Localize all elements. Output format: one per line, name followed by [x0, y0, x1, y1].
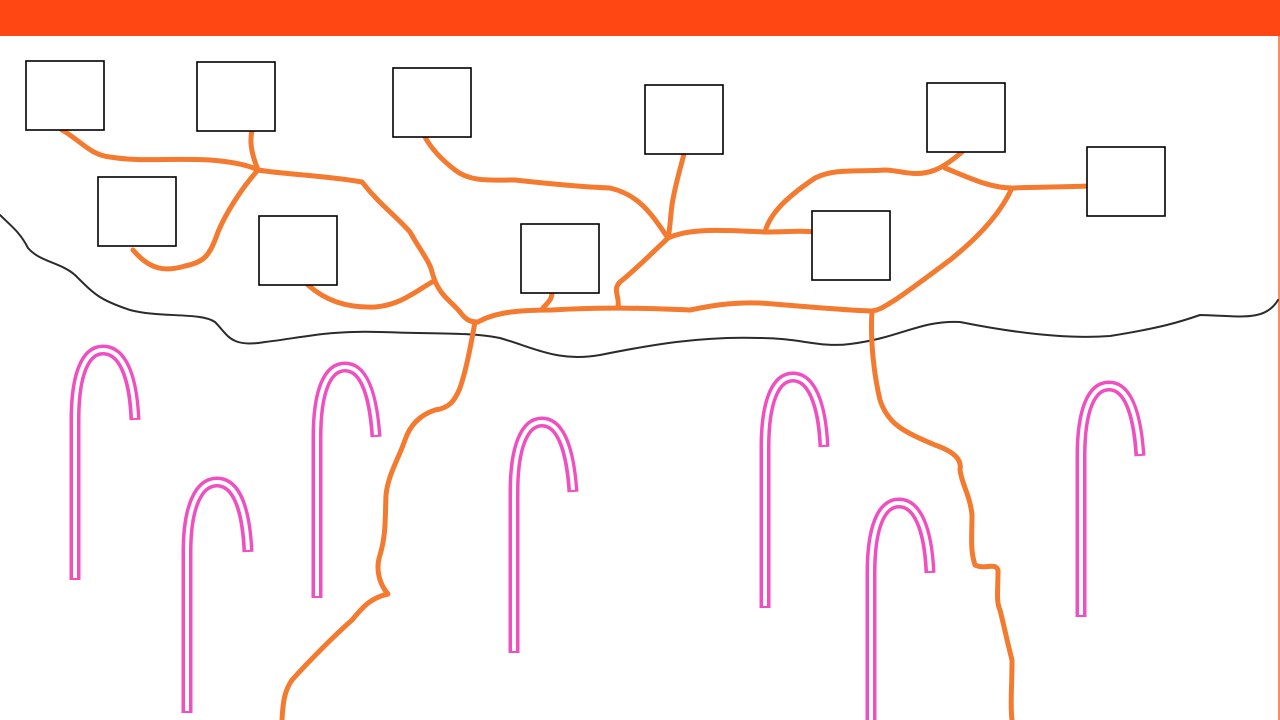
wire-box7-drop [665, 147, 688, 241]
empty-box-10 [1086, 146, 1166, 217]
wire-box8-link [665, 227, 818, 241]
pink-candy-cane-icon [865, 497, 936, 720]
wire-box1-trunk [59, 127, 481, 325]
pink-candy-cane-icon [311, 361, 382, 598]
candy-cane-group [69, 344, 1146, 720]
ground-line [0, 214, 1279, 359]
pink-candy-cane-icon [1075, 380, 1146, 617]
wire-right-root [868, 308, 1015, 720]
empty-box-9 [926, 82, 1006, 153]
empty-box-2 [196, 61, 276, 132]
empty-box-6 [520, 223, 600, 294]
wire-main-horizontal [475, 300, 875, 325]
empty-box-5 [258, 215, 338, 286]
pink-candy-cane-icon [508, 416, 579, 653]
empty-box-group [25, 60, 1166, 294]
candy-cane-2 [181, 476, 254, 713]
candy-cane-1 [69, 344, 141, 580]
wire-box10-link [942, 165, 1093, 191]
top-bar [0, 0, 1280, 36]
wire-left-root [279, 319, 478, 720]
wire-box6-drop [540, 289, 555, 311]
wire-box4-link [130, 167, 261, 272]
candy-cane-7 [1075, 380, 1146, 617]
candy-cane-4 [508, 416, 579, 653]
wire-box5-link [305, 279, 435, 310]
right-edge-line [1278, 36, 1280, 720]
empty-box-3 [392, 67, 472, 138]
candy-cane-6 [865, 497, 936, 720]
wire-box2-drop [248, 127, 261, 173]
candy-cane-5 [759, 371, 830, 608]
pink-candy-cane-icon [181, 476, 254, 713]
empty-box-7 [644, 84, 724, 155]
orange-wire-network [59, 127, 1093, 720]
empty-box-8 [811, 210, 891, 281]
wire-box3-branch [422, 134, 671, 241]
pink-candy-cane-icon [759, 371, 830, 608]
empty-box-1 [25, 60, 105, 131]
wire-center-down [613, 235, 671, 310]
candy-cane-3 [311, 361, 382, 598]
wire-box9-branch [762, 149, 965, 235]
empty-box-4 [97, 176, 177, 247]
wire-right-descend [869, 185, 1015, 314]
pink-candy-cane-icon [69, 344, 141, 580]
